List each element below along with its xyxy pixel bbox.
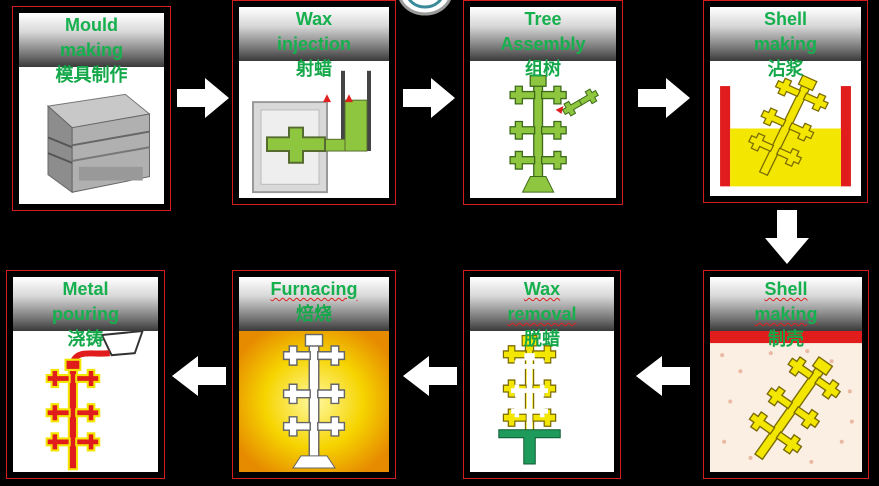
step-furnacing: Furnacing 焙烧	[232, 270, 396, 479]
wax-injection-icon	[239, 61, 389, 198]
step-title-line1: Wax	[295, 9, 333, 29]
step-shell-dip: Shell making 沾浆	[703, 0, 868, 203]
arrow-right-icon	[638, 78, 690, 118]
step-header	[470, 7, 616, 61]
step-title-line1: Shell	[763, 9, 807, 29]
step-wax-removal: Wax removal 脱蜡	[463, 270, 621, 479]
mould-block-icon	[19, 67, 164, 204]
slurry-dip-icon	[710, 61, 861, 196]
step-wax-injection: Wax injection 射蜡	[232, 0, 396, 205]
step-title-line1: Tree	[524, 9, 562, 29]
step-title-line1: Shell	[764, 279, 808, 299]
step-header	[19, 13, 164, 67]
step-title-line2: pouring	[52, 304, 119, 324]
arrow-right-icon	[403, 78, 455, 118]
step-header	[239, 277, 389, 331]
step-title-line2: injection	[276, 34, 351, 54]
step-title-zh: 沾浆	[767, 59, 804, 80]
furnace-icon	[239, 331, 389, 472]
step-title-zh: 制壳	[768, 329, 804, 350]
step-metal-pouring: Metal pouring 浇铸	[6, 270, 165, 479]
step-header	[470, 277, 614, 331]
step-label: Shell making 制壳	[704, 277, 868, 352]
step-title-line1: Furnacing	[270, 279, 358, 299]
wax-tree-icon	[470, 61, 616, 198]
arrow-left-icon	[403, 356, 457, 396]
step-header	[710, 277, 862, 331]
step-label: Tree Assembly 组树	[464, 7, 622, 82]
step-label: Furnacing 焙烧	[233, 277, 395, 327]
step-title-zh: 浇铸	[67, 329, 104, 350]
step-mould-making: Mould making 模具制作	[12, 6, 171, 211]
step-header	[239, 7, 389, 61]
arrow-left-icon	[172, 356, 226, 396]
step-title-line1: Mould	[65, 15, 118, 35]
arrow-right-icon	[177, 78, 229, 118]
step-shell-sand: Shell making 制壳	[703, 270, 869, 479]
step-tree-assembly: Tree Assembly 组树	[463, 0, 623, 205]
step-title-zh: 脱蜡	[524, 329, 560, 350]
step-label: Metal pouring 浇铸	[7, 277, 164, 352]
step-title-zh: 射蜡	[296, 59, 332, 80]
step-title-line2: making	[753, 34, 818, 54]
step-header	[13, 277, 158, 331]
step-title-line1: Wax	[523, 279, 561, 299]
step-title-line2: making	[754, 304, 818, 324]
step-title-line2: 焙烧	[296, 304, 332, 325]
step-title-zh: 模具制作	[55, 65, 128, 86]
pouring-icon	[13, 331, 158, 472]
step-label: Shell making 沾浆	[704, 7, 867, 82]
step-title-line2: Assembly	[500, 34, 586, 54]
step-label: Mould making 模具制作	[13, 13, 170, 88]
step-title-line2: removal	[507, 304, 577, 324]
dewax-icon	[470, 331, 614, 472]
arrow-down-icon	[765, 210, 809, 264]
step-label: Wax removal 脱蜡	[464, 277, 620, 352]
step-header	[710, 7, 861, 61]
sand-stucco-icon	[710, 331, 862, 472]
company-logo-icon	[399, 0, 451, 16]
arrow-left-icon	[636, 356, 690, 396]
step-title-zh: 组树	[525, 59, 561, 80]
step-title-line2: making	[59, 40, 124, 60]
step-label: Wax injection 射蜡	[233, 7, 395, 82]
step-title-line1: Metal	[62, 279, 109, 299]
